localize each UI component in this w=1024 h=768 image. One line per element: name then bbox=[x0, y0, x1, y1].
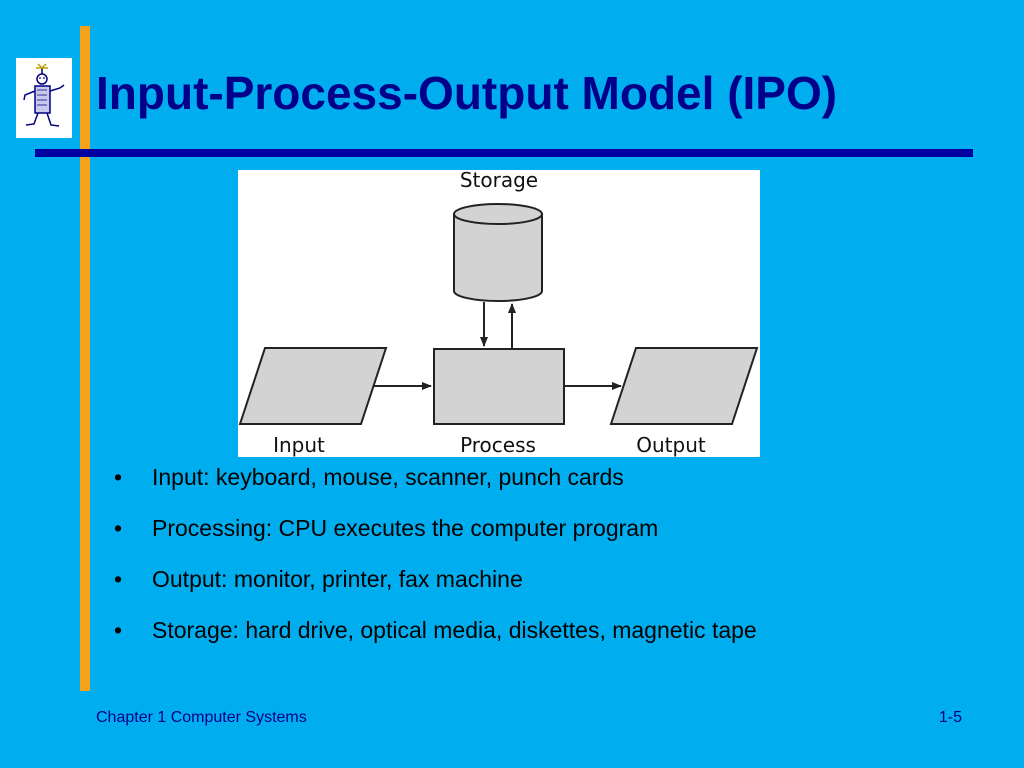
input-label: Input bbox=[273, 433, 325, 457]
bullet-text: Input: keyboard, mouse, scanner, punch c… bbox=[152, 464, 624, 490]
bullet-list: • Input: keyboard, mouse, scanner, punch… bbox=[112, 460, 757, 664]
bullet-input: • Input: keyboard, mouse, scanner, punch… bbox=[112, 460, 757, 511]
storage-cylinder bbox=[453, 203, 543, 302]
footer-page-number: 1-5 bbox=[938, 709, 962, 726]
input-shape bbox=[238, 347, 388, 425]
bullet-storage: • Storage: hard drive, optical media, di… bbox=[112, 613, 757, 664]
ipo-diagram: Storage Input Process Output bbox=[238, 170, 760, 457]
output-label: Output bbox=[636, 433, 706, 457]
bullet-dot: • bbox=[114, 464, 123, 490]
page-title: Input-Process-Output Model (IPO) bbox=[96, 67, 838, 119]
bullet-dot: • bbox=[114, 617, 123, 643]
bullet-text: Storage: hard drive, optical media, disk… bbox=[152, 617, 757, 643]
robot-mascot-icon bbox=[16, 58, 72, 138]
accent-bar bbox=[80, 26, 90, 691]
bullet-text: Processing: CPU executes the computer pr… bbox=[152, 515, 659, 541]
bullet-text: Output: monitor, printer, fax machine bbox=[152, 566, 523, 592]
process-box bbox=[433, 348, 565, 425]
bullet-output: • Output: monitor, printer, fax machine bbox=[112, 562, 757, 613]
process-label: Process bbox=[460, 433, 536, 457]
output-shape bbox=[609, 347, 759, 425]
title-divider bbox=[35, 149, 973, 157]
storage-label: Storage bbox=[460, 170, 538, 192]
bullet-dot: • bbox=[114, 515, 123, 541]
bullet-dot: • bbox=[114, 566, 123, 592]
footer-chapter: Chapter 1 Computer Systems bbox=[96, 709, 307, 726]
bullet-processing: • Processing: CPU executes the computer … bbox=[112, 511, 757, 562]
